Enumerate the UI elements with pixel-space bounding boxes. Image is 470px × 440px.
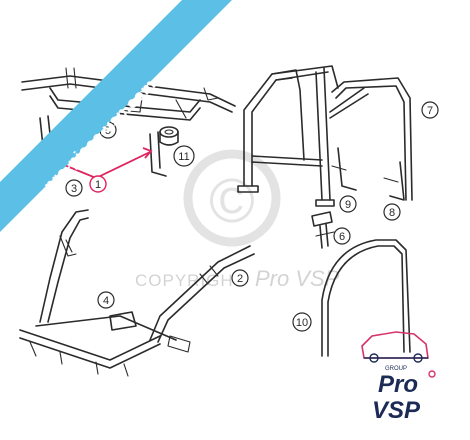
callout-1: 1 — [89, 175, 107, 193]
svg-text:5: 5 — [105, 125, 111, 137]
logo-group: GROUP — [385, 366, 407, 372]
provsp-logo: GROUP Pro VSP — [361, 331, 436, 424]
svg-text:1: 1 — [95, 179, 101, 191]
part-9-bracket — [331, 147, 357, 191]
svg-text:8: 8 — [389, 207, 395, 219]
part-8-bracket — [383, 161, 405, 201]
callout-9: 9 — [339, 195, 357, 213]
callout-4: 4 — [97, 291, 115, 309]
copyright-symbol: © — [209, 167, 255, 236]
part-4-lower-frame — [19, 311, 191, 377]
part-5-crossbar-assembly — [21, 67, 236, 121]
callout-6: 6 — [333, 227, 351, 245]
part-2-diagonal-tube — [149, 245, 255, 343]
svg-text:3: 3 — [71, 183, 77, 195]
site-banner: pro-piece-vsp.com — [0, 0, 232, 232]
part-3-rear-bar — [39, 209, 89, 323]
part-11-bushing — [159, 126, 179, 146]
svg-text:9: 9 — [345, 199, 351, 211]
svg-text:10: 10 — [296, 317, 308, 329]
callout-2: 2 — [231, 269, 249, 287]
callout-8: 8 — [383, 203, 401, 221]
logo-line1: Pro — [378, 371, 418, 398]
part-6-mount — [311, 211, 335, 249]
callout-3: 3 — [65, 179, 83, 197]
callout-7: 7 — [421, 101, 439, 119]
callout-11: 11 — [173, 145, 195, 167]
svg-text:7: 7 — [427, 105, 433, 117]
part-10-door-hoop — [321, 239, 411, 357]
logo-line2: VSP — [372, 397, 421, 424]
svg-text:6: 6 — [339, 231, 345, 243]
callout-1-arrow — [142, 147, 153, 159]
part-7-roll-cage — [237, 65, 413, 207]
svg-text:2: 2 — [237, 273, 243, 285]
svg-text:11: 11 — [178, 151, 189, 163]
svg-text:4: 4 — [103, 295, 109, 307]
callout-10: 10 — [292, 312, 312, 332]
